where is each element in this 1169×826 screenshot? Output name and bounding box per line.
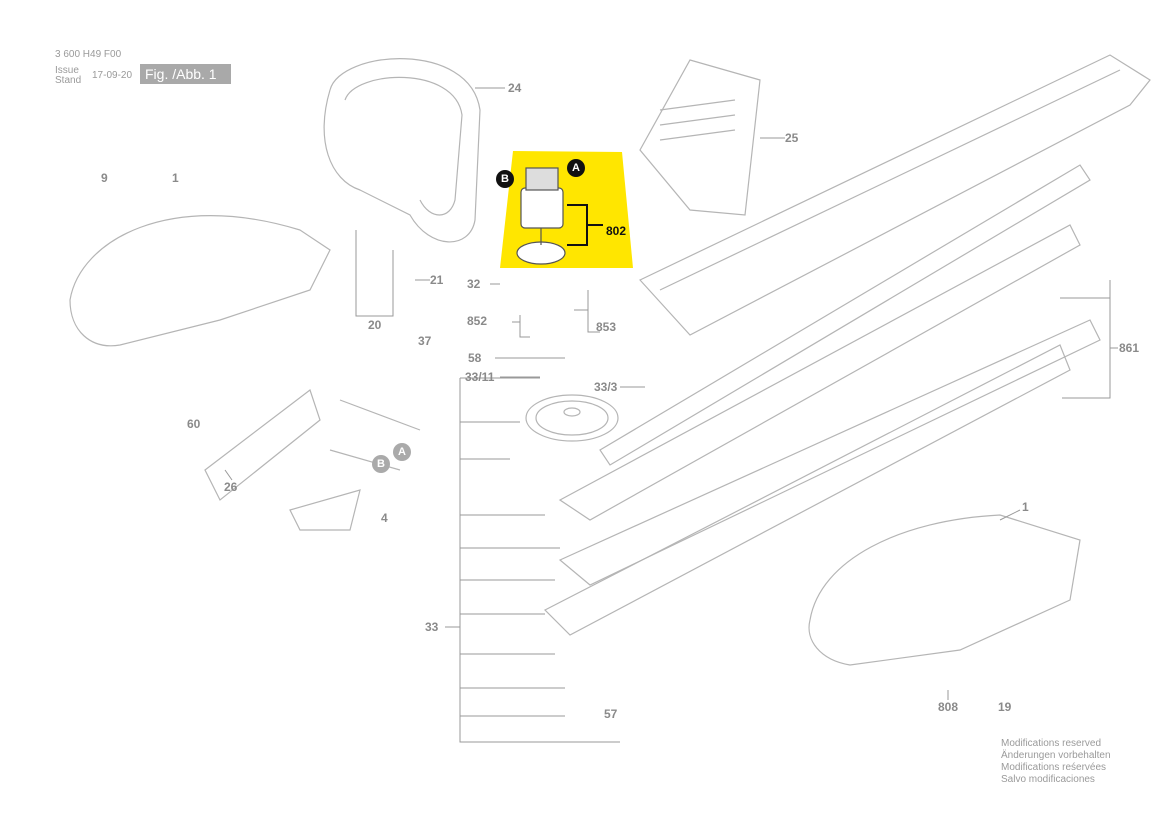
motor-icon [516,167,603,265]
part-32: 32 [467,277,481,291]
footer-line: Änderungen vorbehalten [1001,750,1111,761]
part-861: 861 [1119,341,1140,355]
part-853: 853 [596,320,617,334]
part-24: 24 [508,81,522,95]
part-4: 4 [381,511,388,525]
part-26: 26 [224,480,238,494]
part-20: 20 [368,318,382,332]
part-802: 802 [606,224,627,238]
part-33-3: 33/3 [594,380,618,394]
marker-a-wiring: A [393,443,411,461]
stand-label: Stand [55,75,82,86]
footer-line: Modifications reśervées [1001,762,1107,773]
part-1: 1 [172,171,179,185]
part-1-right: 1 [1022,500,1029,514]
figure-label: Fig. /Abb. 1 [140,64,231,84]
housing-right [808,514,1081,666]
gear [525,394,619,442]
leader-lines [224,87,1118,743]
part-33: 33 [425,620,439,634]
part-19: 19 [998,700,1012,714]
part-808: 808 [938,700,959,714]
part-9: 9 [101,171,108,185]
handle-housing [323,58,481,243]
issue-label: Issue [55,65,79,76]
footer-line: Salvo modificaciones [1001,774,1095,785]
marker-a: A [567,159,585,177]
hand-guard [639,59,761,216]
marker-b: B [496,170,514,188]
part-25: 25 [785,131,799,145]
part-21: 21 [430,273,444,287]
issue-date: 17-09-20 [92,70,133,81]
blade-assembly [543,164,1101,636]
part-57: 57 [604,707,618,721]
part-58: 58 [468,351,482,365]
part-37: 37 [418,334,432,348]
part-60: 60 [187,417,201,431]
footer-notice: Modifications reserved Änderungen vorbeh… [1001,738,1111,786]
part-852: 852 [467,314,488,328]
housing-left [69,215,331,347]
marker-b-wiring: B [372,455,390,473]
footer-line: Modifications reserved [1001,738,1102,749]
part-33-11: 33/11 [465,370,495,384]
doc-number: 3 600 H49 F00 [55,49,122,60]
blade-cover [639,54,1151,336]
